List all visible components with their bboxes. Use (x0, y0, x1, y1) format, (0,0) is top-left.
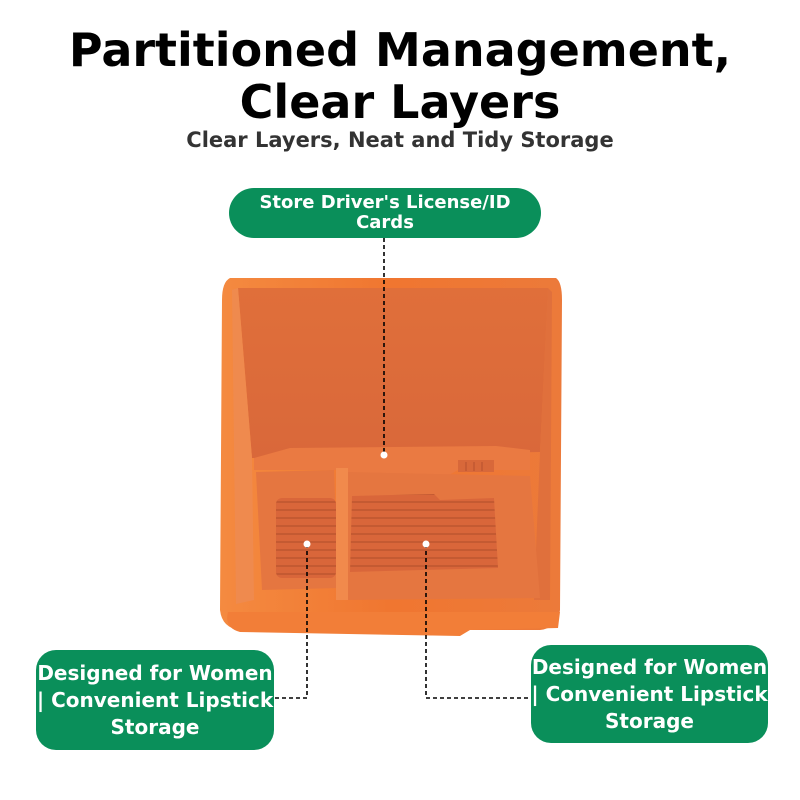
compartment-divider (336, 468, 348, 600)
leader-left (274, 544, 308, 699)
callout-lipstick-right: Designed for Women | Convenient Lipstick… (531, 645, 768, 743)
box-back-wall (238, 288, 548, 458)
headline: Partitioned Management, Clear Layers (68, 23, 732, 129)
left-ribbed-mat (276, 498, 336, 578)
card-slot-ledge (254, 446, 530, 480)
callout-lipstick-left: Designed for Women | Convenient Lipstick… (36, 650, 274, 750)
leader-right (425, 544, 531, 699)
right-ribbed-mat (350, 494, 498, 572)
callout-card-storage: Store Driver's License/ID Cards (229, 188, 541, 238)
subheadline: Clear Layers, Neat and Tidy Storage (186, 128, 614, 152)
